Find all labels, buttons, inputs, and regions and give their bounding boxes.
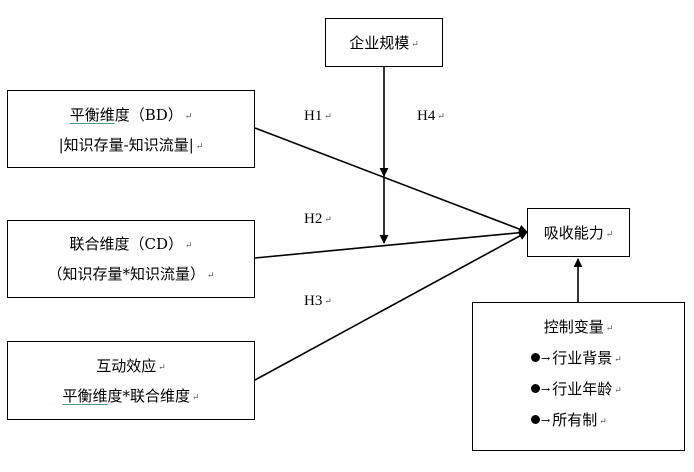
node-interaction: 互动效应↵ 平衡维度*联合维度↵	[7, 341, 255, 420]
hypothesis-label-h4: H4↵	[417, 107, 445, 125]
return-mark-icon: ↵	[411, 40, 419, 50]
return-mark-icon: ↵	[184, 241, 193, 251]
return-mark-icon: ↵	[184, 112, 193, 122]
bullet-icon	[531, 415, 540, 424]
return-mark-icon: ↵	[324, 111, 332, 121]
return-mark-icon: ↵	[605, 324, 614, 334]
path-cd-to-absorptive	[254, 228, 528, 259]
return-mark-icon: ↵	[195, 142, 204, 152]
return-mark-icon: ↵	[324, 296, 332, 306]
node-controls: 控制变量↵ →行业背景↵ →行业年龄↵ →所有制↵	[472, 302, 685, 451]
return-mark-icon: ↵	[206, 271, 215, 281]
node-cd: 联合维度（CD）↵ （知识存量*知识流量）↵	[7, 220, 255, 298]
control-item-industry-background: →行业背景↵	[531, 349, 622, 369]
return-mark-icon: ↵	[158, 363, 166, 373]
node-firm-size-label: 企业规模	[349, 34, 410, 52]
path-interaction-to-absorptive	[254, 231, 528, 381]
bullet-icon	[531, 384, 540, 393]
return-mark-icon: ↵	[599, 417, 607, 427]
hypothesis-h2-text: H2	[304, 211, 323, 227]
node-bd-title-rest: 度（BD）	[114, 106, 183, 124]
node-bd: 平衡维度（BD）↵ |知识存量-知识流量|↵	[7, 90, 255, 168]
node-interaction-formula-rest: 度*联合维度	[107, 387, 190, 405]
node-controls-title: 控制变量	[543, 318, 604, 336]
node-absorptive-label: 吸收能力	[543, 224, 604, 242]
path-bd-to-absorptive	[254, 127, 528, 234]
return-mark-icon: ↵	[324, 214, 332, 224]
hypothesis-h4-text: H4	[417, 108, 436, 124]
node-bd-formula: |知识存量-知识流量|	[58, 136, 194, 154]
bullet-icon	[531, 353, 540, 362]
node-interaction-formula-underlined: 平衡维	[62, 387, 108, 405]
hypothesis-h1-text: H1	[304, 108, 323, 124]
control-item-label: 行业背景	[552, 349, 613, 367]
node-firm-size: 企业规模↵	[325, 18, 443, 67]
node-cd-title: 联合维度（CD）	[69, 235, 183, 253]
return-mark-icon: ↵	[191, 393, 200, 403]
hypothesis-label-h3: H3↵	[304, 292, 332, 310]
control-item-ownership: →所有制↵	[531, 411, 607, 431]
tab-arrow-icon: →	[541, 414, 551, 427]
return-mark-icon: ↵	[614, 355, 622, 365]
hypothesis-label-h2: H2↵	[304, 210, 332, 228]
control-item-label: 行业年龄	[552, 380, 613, 398]
node-cd-formula: （知识存量*知识流量）	[47, 265, 205, 283]
tab-arrow-icon: →	[541, 383, 551, 396]
tab-arrow-icon: →	[541, 352, 551, 365]
hypothesis-label-h1: H1↵	[304, 107, 332, 125]
return-mark-icon: ↵	[614, 386, 622, 396]
node-bd-title-underlined: 平衡维	[69, 106, 115, 124]
node-absorptive: 吸收能力↵	[527, 208, 630, 257]
control-item-label: 所有制	[552, 411, 598, 429]
node-interaction-title: 互动效应	[96, 357, 157, 375]
return-mark-icon: ↵	[437, 111, 445, 121]
control-item-industry-age: →行业年龄↵	[531, 380, 622, 400]
hypothesis-h3-text: H3	[304, 293, 323, 309]
return-mark-icon: ↵	[605, 230, 614, 240]
